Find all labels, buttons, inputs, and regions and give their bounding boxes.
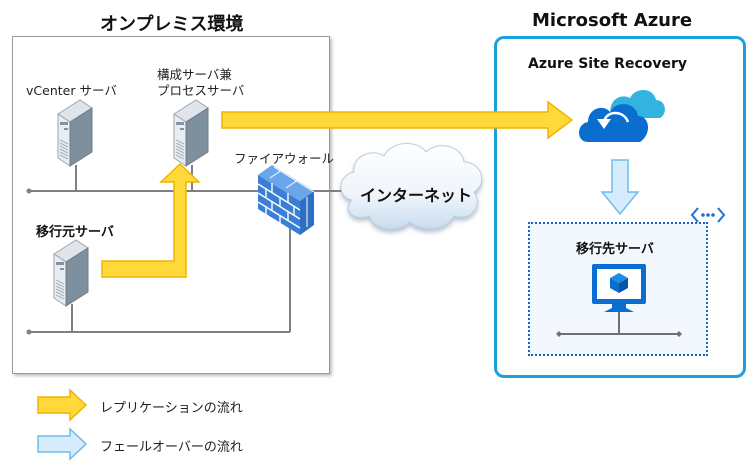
replication-arrow-right	[221, 100, 574, 140]
legend-replication-label: レプリケーションの流れ	[100, 401, 243, 416]
target-vm-icon	[592, 264, 646, 312]
network-endpoint-dot	[26, 329, 32, 335]
network-endpoint-dot	[26, 188, 32, 194]
target-server-label: 移行先サーバ	[576, 242, 654, 257]
firewall-label: ファイアウォール	[234, 151, 335, 166]
legend-failover-arrow-icon	[37, 427, 88, 461]
internet-cloud-icon	[340, 143, 483, 230]
config-server-label-line2: プロセスサーバ	[157, 83, 245, 98]
azure-title: Microsoft Azure	[532, 10, 693, 31]
failover-arrow-down	[600, 159, 640, 216]
onprem-title: オンプレミス環境	[100, 14, 244, 35]
vcenter-server-label: vCenter サーバ	[26, 83, 117, 98]
source-server-label: 移行元サーバ	[36, 225, 114, 240]
azure-site-recovery-label: Azure Site Recovery	[528, 56, 688, 72]
network-lines	[28, 165, 348, 333]
virtual-network-icon	[690, 207, 726, 223]
legend-failover-label: フェールオーバーの流れ	[100, 440, 243, 455]
config-server-icon	[173, 99, 209, 167]
internet-label: インターネット	[360, 186, 473, 205]
source-server-icon	[53, 239, 89, 307]
legend-replication-arrow-icon	[37, 388, 88, 422]
config-server-label-line1: 構成サーバ兼	[157, 67, 232, 82]
azure-site-recovery-icon	[579, 89, 665, 142]
vcenter-server-icon	[57, 99, 93, 167]
replication-arrow-up	[101, 162, 201, 278]
firewall-icon	[257, 165, 315, 235]
target-network-line	[556, 312, 682, 337]
